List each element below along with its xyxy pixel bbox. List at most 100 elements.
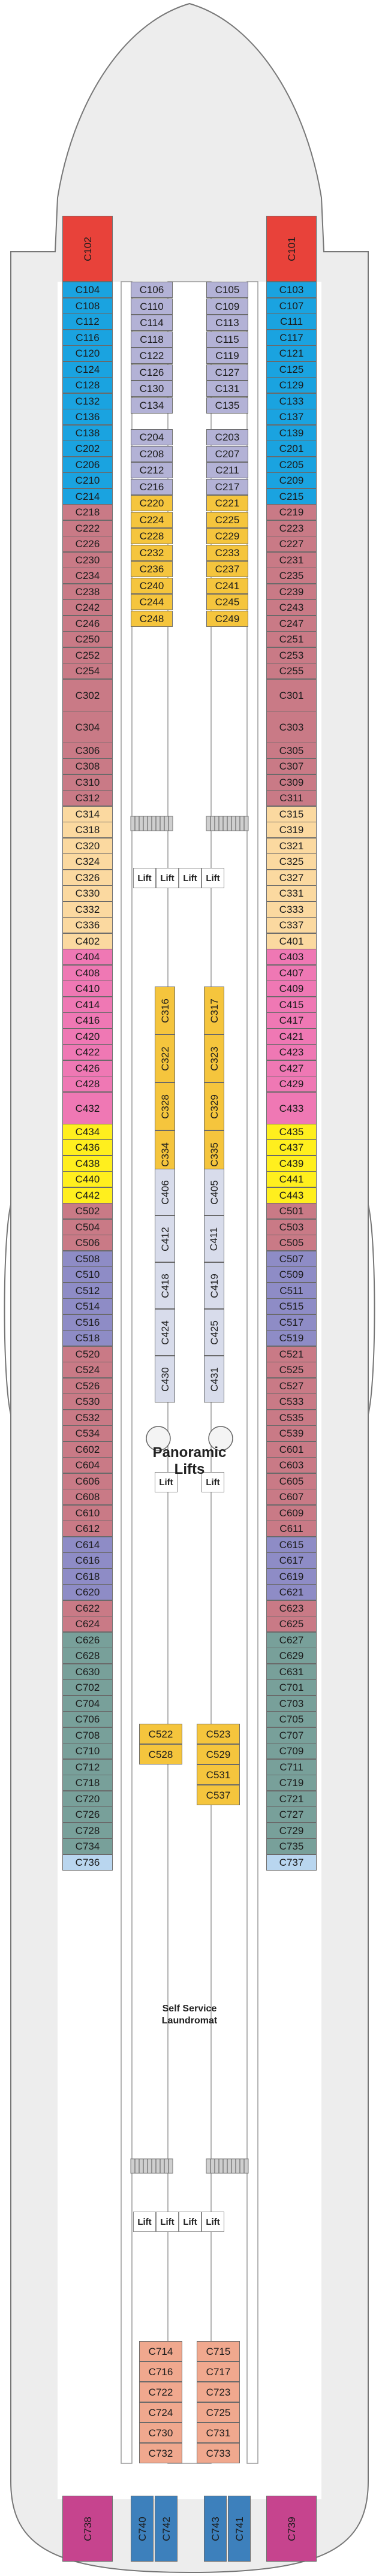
cabin-c403[interactable]: C403 [266, 949, 317, 965]
cabin-c328[interactable]: C328 [155, 1082, 175, 1130]
cabin-c325[interactable]: C325 [266, 853, 317, 870]
cabin-c742[interactable]: C742 [155, 2496, 178, 2562]
cabin-c524[interactable]: C524 [62, 1362, 113, 1378]
cabin-c336[interactable]: C336 [62, 917, 113, 933]
cabin-c312[interactable]: C312 [62, 790, 113, 806]
cabin-c229[interactable]: C229 [206, 528, 248, 544]
cabin-c136[interactable]: C136 [62, 409, 113, 425]
cabin-c427[interactable]: C427 [266, 1060, 317, 1076]
cabin-c503[interactable]: C503 [266, 1219, 317, 1235]
cabin-c729[interactable]: C729 [266, 1823, 317, 1839]
cabin-c303[interactable]: C303 [266, 711, 317, 743]
cabin-c119[interactable]: C119 [206, 348, 248, 364]
cabin-c604[interactable]: C604 [62, 1457, 113, 1473]
cabin-c715[interactable]: C715 [197, 2341, 240, 2361]
cabin-c428[interactable]: C428 [62, 1076, 113, 1092]
cabin-c337[interactable]: C337 [266, 917, 317, 933]
cabin-c212[interactable]: C212 [131, 462, 173, 478]
cabin-c219[interactable]: C219 [266, 504, 317, 520]
cabin-c417[interactable]: C417 [266, 1012, 317, 1028]
cabin-c130[interactable]: C130 [131, 381, 173, 397]
cabin-c110[interactable]: C110 [131, 298, 173, 315]
cabin-c306[interactable]: C306 [62, 743, 113, 759]
cabin-c330[interactable]: C330 [62, 885, 113, 901]
cabin-c210[interactable]: C210 [62, 472, 113, 488]
cabin-c420[interactable]: C420 [62, 1028, 113, 1045]
cabin-c733[interactable]: C733 [197, 2443, 240, 2463]
cabin-c703[interactable]: C703 [266, 1696, 317, 1712]
cabin-c730[interactable]: C730 [139, 2423, 182, 2443]
cabin-c522[interactable]: C522 [139, 1724, 182, 1744]
cabin-c205[interactable]: C205 [266, 457, 317, 473]
cabin-c735[interactable]: C735 [266, 1838, 317, 1854]
cabin-c433[interactable]: C433 [266, 1092, 317, 1124]
cabin-c248[interactable]: C248 [131, 611, 173, 627]
cabin-c250[interactable]: C250 [62, 631, 113, 647]
cabin-c207[interactable]: C207 [206, 446, 248, 462]
cabin-c510[interactable]: C510 [62, 1266, 113, 1283]
cabin-c333[interactable]: C333 [266, 901, 317, 918]
cabin-c134[interactable]: C134 [131, 397, 173, 414]
cabin-c224[interactable]: C224 [131, 512, 173, 528]
cabin-c620[interactable]: C620 [62, 1584, 113, 1600]
cabin-c732[interactable]: C732 [139, 2443, 182, 2463]
cabin-c255[interactable]: C255 [266, 663, 317, 679]
cabin-c611[interactable]: C611 [266, 1521, 317, 1537]
cabin-c310[interactable]: C310 [62, 774, 113, 791]
cabin-c438[interactable]: C438 [62, 1156, 113, 1172]
cabin-c504[interactable]: C504 [62, 1219, 113, 1235]
cabin-c216[interactable]: C216 [131, 479, 173, 495]
cabin-c501[interactable]: C501 [266, 1203, 317, 1219]
cabin-c405[interactable]: C405 [204, 1169, 224, 1215]
cabin-c602[interactable]: C602 [62, 1441, 113, 1458]
cabin-c431[interactable]: C431 [204, 1356, 224, 1402]
cabin-c201[interactable]: C201 [266, 441, 317, 457]
cabin-c709[interactable]: C709 [266, 1743, 317, 1759]
cabin-c240[interactable]: C240 [131, 578, 173, 594]
cabin-c702[interactable]: C702 [62, 1679, 113, 1696]
cabin-c129[interactable]: C129 [266, 377, 317, 393]
cabin-c610[interactable]: C610 [62, 1505, 113, 1521]
cabin-c411[interactable]: C411 [204, 1215, 224, 1262]
cabin-c326[interactable]: C326 [62, 870, 113, 886]
cabin-c718[interactable]: C718 [62, 1775, 113, 1791]
cabin-c101[interactable]: C101 [266, 216, 317, 282]
cabin-c322[interactable]: C322 [155, 1034, 175, 1082]
cabin-c418[interactable]: C418 [155, 1262, 175, 1309]
cabin-c409[interactable]: C409 [266, 981, 317, 997]
cabin-c734[interactable]: C734 [62, 1838, 113, 1854]
cabin-c128[interactable]: C128 [62, 377, 113, 393]
cabin-c208[interactable]: C208 [131, 446, 173, 462]
cabin-c528[interactable]: C528 [139, 1744, 182, 1764]
cabin-c220[interactable]: C220 [131, 495, 173, 511]
cabin-c221[interactable]: C221 [206, 495, 248, 511]
cabin-c727[interactable]: C727 [266, 1806, 317, 1823]
cabin-c249[interactable]: C249 [206, 611, 248, 627]
cabin-c302[interactable]: C302 [62, 679, 113, 711]
cabin-c603[interactable]: C603 [266, 1457, 317, 1473]
cabin-c132[interactable]: C132 [62, 393, 113, 409]
cabin-c109[interactable]: C109 [206, 298, 248, 315]
cabin-c421[interactable]: C421 [266, 1028, 317, 1045]
cabin-c235[interactable]: C235 [266, 568, 317, 584]
cabin-c439[interactable]: C439 [266, 1156, 317, 1172]
cabin-c512[interactable]: C512 [62, 1283, 113, 1299]
cabin-c138[interactable]: C138 [62, 425, 113, 441]
cabin-c104[interactable]: C104 [62, 282, 113, 298]
cabin-c124[interactable]: C124 [62, 361, 113, 378]
cabin-c314[interactable]: C314 [62, 806, 113, 822]
cabin-c331[interactable]: C331 [266, 885, 317, 901]
cabin-c743[interactable]: C743 [204, 2496, 227, 2562]
cabin-c419[interactable]: C419 [204, 1262, 224, 1309]
cabin-c252[interactable]: C252 [62, 647, 113, 663]
cabin-c226[interactable]: C226 [62, 536, 113, 552]
cabin-c739[interactable]: C739 [266, 2496, 317, 2562]
cabin-c253[interactable]: C253 [266, 647, 317, 663]
cabin-c324[interactable]: C324 [62, 853, 113, 870]
cabin-c507[interactable]: C507 [266, 1251, 317, 1267]
cabin-c731[interactable]: C731 [197, 2423, 240, 2443]
cabin-c301[interactable]: C301 [266, 679, 317, 711]
cabin-c105[interactable]: C105 [206, 282, 248, 298]
cabin-c526[interactable]: C526 [62, 1378, 113, 1394]
cabin-c519[interactable]: C519 [266, 1330, 317, 1346]
